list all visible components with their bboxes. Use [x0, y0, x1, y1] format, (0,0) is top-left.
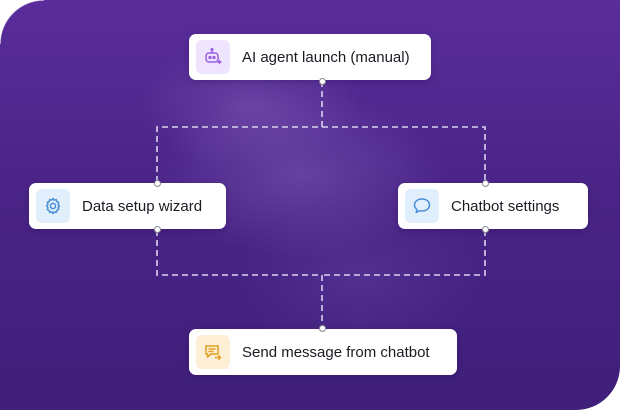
- port-chat-bottom[interactable]: [481, 225, 489, 233]
- node-data-setup-wizard[interactable]: Data setup wizard: [29, 183, 226, 229]
- node-label: Send message from chatbot: [242, 343, 430, 361]
- node-label: AI agent launch (manual): [242, 48, 410, 66]
- port-data-top[interactable]: [153, 179, 161, 187]
- robot-sparkle-icon: [196, 40, 230, 74]
- node-send-message[interactable]: Send message from chatbot: [189, 329, 457, 375]
- edge-ai-to-data: [156, 81, 323, 182]
- edge-ai-to-chat: [322, 126, 486, 182]
- message-send-icon: [196, 335, 230, 369]
- port-chat-top[interactable]: [481, 179, 489, 187]
- edge-chat-to-send: [322, 230, 486, 276]
- port-data-bottom[interactable]: [153, 225, 161, 233]
- node-chatbot-settings[interactable]: Chatbot settings: [398, 183, 588, 229]
- port-ai-bottom[interactable]: [318, 77, 326, 85]
- gear-icon: [36, 189, 70, 223]
- canvas-corner: [0, 0, 44, 44]
- node-label: Data setup wizard: [82, 197, 203, 215]
- chat-bubble-icon: [405, 189, 439, 223]
- edge-data-to-send: [156, 230, 323, 327]
- port-send-top[interactable]: [318, 324, 326, 332]
- node-label: Chatbot settings: [451, 197, 560, 215]
- node-ai-agent-launch[interactable]: AI agent launch (manual): [189, 34, 431, 80]
